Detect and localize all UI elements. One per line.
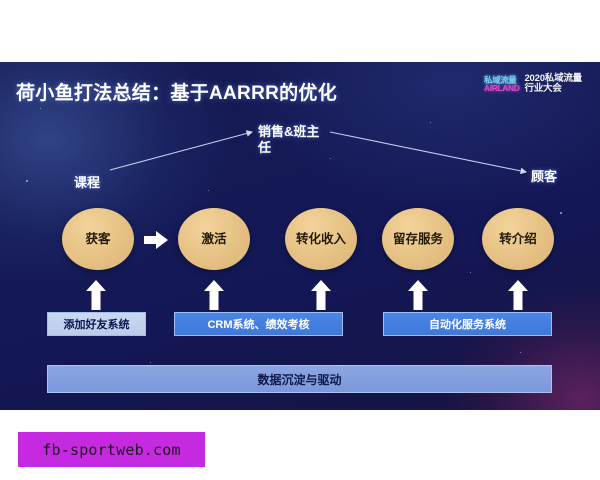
up-arrow-icon [86,280,106,310]
star-dot [208,190,209,191]
flow-label-sales: 销售&班主任 [258,124,320,156]
star-dot [330,158,331,159]
slide-title: 荷小鱼打法总结：基于AARRR的优化 [16,83,338,104]
flow-label-customer: 顾客 [531,169,558,184]
logo-text: 2020私域流量 行业大会 [524,73,582,95]
star-dot [430,122,431,123]
foundation-bar[interactable]: 数据沉淀与驱动 [47,365,552,393]
star-dot [26,180,28,182]
flow-node-activation[interactable]: 激活 [178,208,250,270]
flow-node-retention[interactable]: 留存服务 [382,208,454,270]
event-logo: 私域流量 AIRLAND 2020私域流量 行业大会 [484,73,582,95]
logo-text-line2: 行业大会 [524,83,562,95]
up-arrow-icon [311,280,331,310]
star-dot [150,362,151,363]
system-bar-friend-adding[interactable]: 添加好友系统 [47,312,146,336]
up-arrow-icon [408,280,428,310]
logo-mark-line2: AIRLAND [484,83,520,94]
logo-mark-icon: 私域流量 AIRLAND [484,74,520,94]
flow-node-referral[interactable]: 转介绍 [482,208,554,270]
logo-mark-line1: 私域流量 [484,74,517,85]
flow-node-acquisition[interactable]: 获客 [62,208,134,270]
star-dot [470,272,471,273]
flow-node-revenue[interactable]: 转化收入 [285,208,357,270]
star-dot [520,352,521,353]
right-arrow-icon [144,231,168,249]
up-arrow-icon [508,280,528,310]
watermark-badge: fb-sportweb.com [18,432,205,467]
logo-text-line1: 2020私域流量 [524,73,582,84]
presentation-slide: 荷小鱼打法总结：基于AARRR的优化 私域流量 AIRLAND 2020私域流量… [0,62,600,410]
flow-label-course: 课程 [74,175,101,190]
up-arrow-icon [204,280,224,310]
system-bar-crm[interactable]: CRM系统、绩效考核 [174,312,343,336]
star-dot [40,108,41,109]
system-bar-automation[interactable]: 自动化服务系统 [383,312,552,336]
star-dot [560,212,562,214]
